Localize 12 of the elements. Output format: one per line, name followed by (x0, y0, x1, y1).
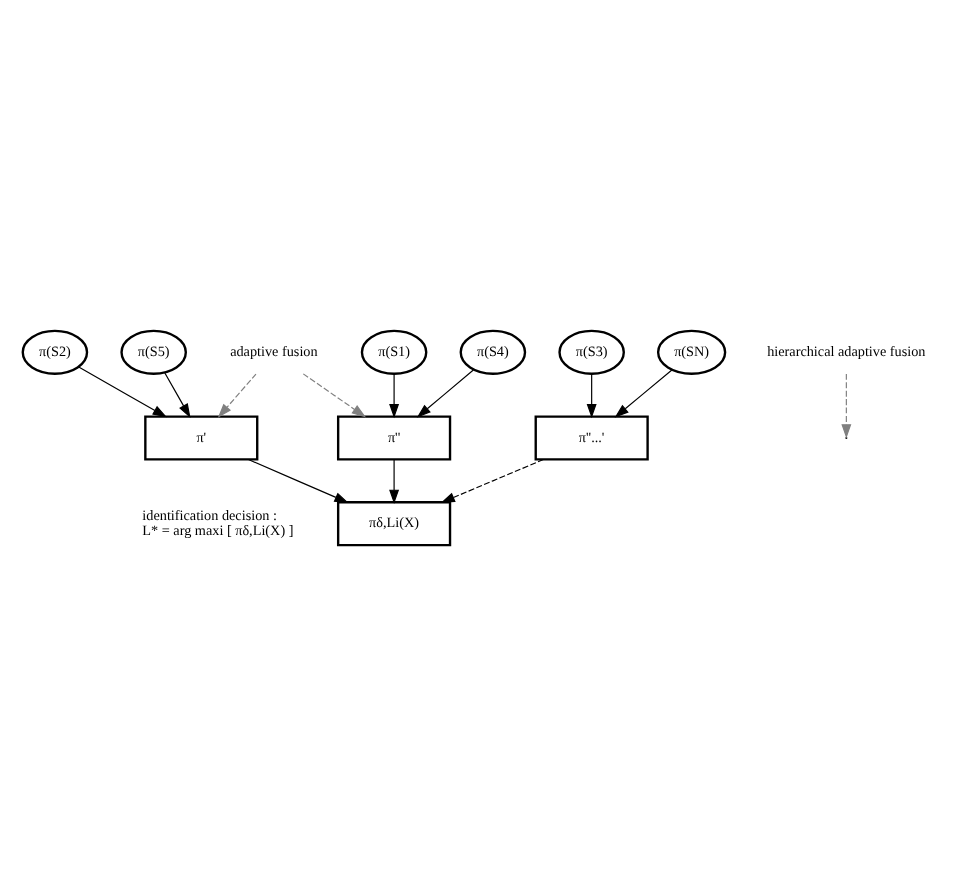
arrow (388, 458, 399, 503)
arrow (840, 372, 851, 438)
arrow (77, 365, 166, 417)
arrow (439, 457, 543, 502)
arrow (388, 372, 399, 418)
arrow (216, 372, 256, 417)
arrow (301, 372, 366, 417)
arrow (613, 368, 672, 417)
arrow (585, 372, 596, 418)
arrow (163, 371, 190, 417)
arrow (415, 368, 473, 417)
arrow (246, 457, 348, 502)
